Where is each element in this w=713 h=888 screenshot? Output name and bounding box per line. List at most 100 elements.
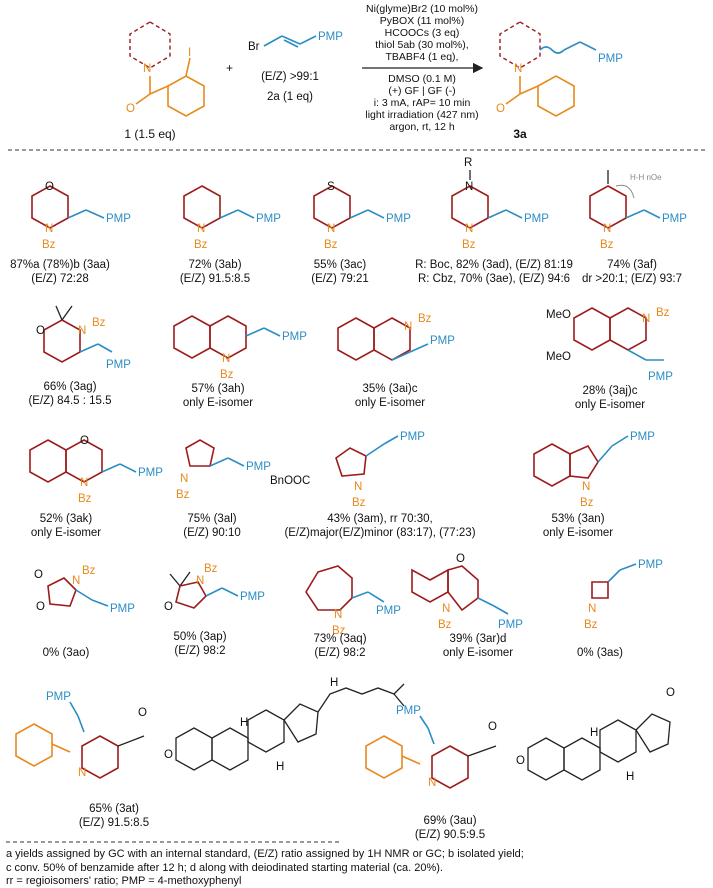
caption-3af-line2: dr >20:1; (E/Z) 93:7: [582, 273, 682, 285]
caption-3ai-line2: only E-isomer: [355, 397, 425, 409]
reagent-2-structure: Br PMP: [248, 31, 343, 53]
caption-3aj-line2: only E-isomer: [575, 399, 645, 411]
svg-text:N: N: [404, 321, 412, 333]
structure-3ad: R N N Bz PMP: [451, 157, 549, 251]
svg-text:N: N: [465, 181, 473, 193]
caption-3am-line2: (E/Z)major(E/Z)minor (83:17), (77:23): [284, 527, 475, 539]
svg-text:TBABF4 (1 eq),: TBABF4 (1 eq),: [386, 51, 459, 63]
svg-text:HCOOCs (3 eq): HCOOCs (3 eq): [385, 27, 460, 39]
caption-3ao-line1: 0% (3ao): [43, 647, 90, 659]
svg-text:thiol 5ab (30 mol%),: thiol 5ab (30 mol%),: [375, 39, 468, 51]
svg-text:O: O: [164, 601, 173, 613]
structure-3aq: N Bz PMP: [305, 565, 401, 637]
reagent-2-ratio: (E/Z) >99:1: [261, 71, 319, 83]
svg-text:O: O: [34, 569, 43, 581]
svg-text:H: H: [626, 771, 634, 783]
caption-3ac-line2: (E/Z) 79:21: [311, 273, 369, 285]
caption-3ah-line2: only E-isomer: [183, 397, 253, 409]
caption-3ap-line1: 50% (3ap): [173, 631, 226, 643]
structure-3ar: O N Bz PMP: [411, 553, 523, 631]
svg-text:N: N: [354, 481, 362, 493]
footnote-line-3: rr = regioisomers' ratio; PMP = 4-methox…: [6, 875, 242, 887]
svg-text:O: O: [126, 103, 135, 115]
caption-3ac-line1: 55% (3ac): [314, 259, 367, 271]
structure-3as: N Bz PMP: [584, 559, 663, 631]
svg-text:N: N: [334, 609, 342, 621]
svg-text:Bz: Bz: [220, 369, 234, 381]
svg-text:PMP: PMP: [246, 461, 271, 473]
svg-text:Bz: Bz: [600, 239, 614, 251]
svg-text:MeO: MeO: [546, 309, 571, 321]
caption-3as-line1: 0% (3as): [577, 647, 623, 659]
structure-3aj: MeO MeO N Bz PMP: [546, 307, 673, 383]
svg-text:PMP: PMP: [106, 213, 131, 225]
footnote-line-2: c conv. 50% of benzamide after 12 h; d a…: [6, 862, 443, 874]
svg-text:N: N: [465, 223, 473, 235]
svg-text:Bz: Bz: [324, 239, 338, 251]
svg-text:O: O: [36, 325, 45, 337]
svg-text:PMP: PMP: [396, 705, 421, 717]
caption-3ak-line2: only E-isomer: [31, 527, 101, 539]
svg-text:PyBOX (11 mol%): PyBOX (11 mol%): [380, 15, 464, 27]
svg-text:Bz: Bz: [194, 239, 208, 251]
svg-text:Ni(glyme)Br2 (10 mol%): Ni(glyme)Br2 (10 mol%): [366, 3, 478, 15]
svg-text:N: N: [327, 223, 335, 235]
svg-text:Bz: Bz: [418, 313, 432, 325]
svg-text:N: N: [78, 325, 86, 337]
caption-3ah-line1: 57% (3ah): [191, 383, 244, 395]
svg-text:O: O: [496, 103, 505, 115]
svg-text:N: N: [642, 313, 650, 325]
svg-text:O: O: [45, 181, 54, 193]
structure-3al: N Bz PMP: [176, 439, 271, 501]
caption-3an-line2: only E-isomer: [543, 527, 613, 539]
svg-text:PMP: PMP: [598, 53, 623, 65]
caption-3al-line2: (E/Z) 90:10: [183, 527, 241, 539]
reagent-1-structure: N O I: [126, 21, 205, 117]
footnote-line-1: a yields assigned by GC with an internal…: [6, 848, 524, 860]
svg-text:PMP: PMP: [282, 331, 307, 343]
structure-3ac: S N Bz PMP: [313, 181, 411, 251]
reagent-1-label: 1 (1.5 eq): [124, 127, 175, 141]
caption-3ab-line2: (E/Z) 91.5:8.5: [180, 273, 250, 285]
caption-3ad-line2: R: Cbz, 70% (3ae), (E/Z) 94:6: [418, 273, 570, 285]
caption-3ar-line2: only E-isomer: [443, 647, 513, 659]
svg-text:N: N: [143, 63, 151, 75]
svg-text:PMP: PMP: [106, 359, 131, 371]
svg-text:O: O: [36, 601, 45, 613]
svg-text:Bz: Bz: [352, 497, 366, 509]
caption-3ad-line1: R: Boc, 82% (3ad), (E/Z) 81:19: [415, 259, 573, 271]
structure-3ah: N Bz PMP: [173, 315, 307, 381]
svg-text:i: 3 mA, rAP= 10 min: i: 3 mA, rAP= 10 min: [374, 97, 471, 109]
svg-text:Bz: Bz: [584, 619, 598, 631]
svg-text:Bz: Bz: [204, 563, 218, 575]
svg-text:N: N: [603, 223, 611, 235]
svg-text:H-H nOe: H-H nOe: [630, 173, 662, 182]
caption-3aa-line2: (E/Z) 72:28: [31, 273, 89, 285]
svg-text:N: N: [196, 575, 204, 587]
svg-text:PMP: PMP: [110, 603, 135, 615]
caption-3au-line2: (E/Z) 90.5:9.5: [415, 829, 485, 841]
svg-text:Bz: Bz: [656, 307, 670, 319]
svg-text:BnOOC: BnOOC: [270, 475, 310, 487]
svg-text:PMP: PMP: [648, 371, 673, 383]
svg-text:Bz: Bz: [82, 565, 96, 577]
svg-text:N: N: [442, 603, 450, 615]
svg-text:N: N: [45, 223, 53, 235]
svg-text:N: N: [514, 63, 522, 75]
svg-text:R: R: [464, 157, 472, 169]
svg-text:O: O: [164, 749, 173, 761]
svg-text:O: O: [138, 707, 147, 719]
structure-3au: PMP N O O O H H: [365, 687, 675, 789]
caption-3aa-line1: 87%a (78%)b (3aa): [10, 259, 110, 271]
caption-3ap-line2: (E/Z) 98:2: [174, 645, 225, 657]
svg-text:N: N: [78, 767, 86, 779]
svg-text:H: H: [330, 677, 338, 689]
structure-3ab: N Bz PMP: [183, 185, 281, 251]
svg-text:PMP: PMP: [630, 431, 655, 443]
structure-3af: H-H nOe N Bz PMP: [589, 170, 687, 251]
svg-text:I: I: [188, 47, 191, 59]
structure-3am: BnOOC N Bz PMP: [270, 431, 425, 509]
caption-3aj-line1: 28% (3aj)c: [583, 385, 638, 397]
svg-text:MeO: MeO: [546, 351, 571, 363]
